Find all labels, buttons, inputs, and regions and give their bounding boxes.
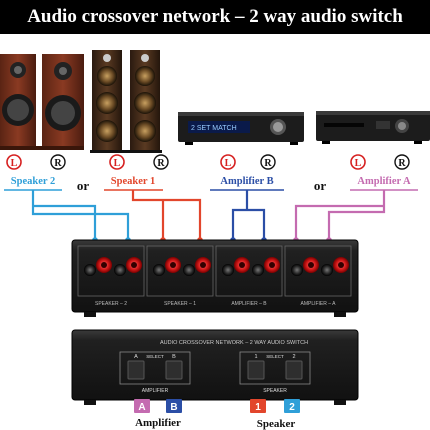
left-mark: L [355,158,362,169]
amp-b-switch[interactable] [165,360,183,380]
left-mark: L [114,158,121,169]
speaker-2-switch[interactable] [285,360,303,380]
black-terminal [153,264,165,276]
speaker-1-switch[interactable] [247,360,265,380]
legend-speaker-caption: Speaker [257,418,296,430]
badge-amplifier-a-text: A [138,402,145,413]
front-panel-heading: AUDIO CROSSOVER NETWORK – 2 WAY AUDIO SW… [160,340,308,346]
amplifier-b-marks: L R [220,154,276,170]
spk-select-left: 1 [254,354,257,360]
black-terminal [252,264,264,276]
amplifier-b-label: Amplifier B [220,176,273,187]
black-terminal [114,264,126,276]
port-caption: SPEAKER – 1 [164,301,196,307]
amplifier-a-label: Amplifier A [357,176,411,187]
port-caption: AMPLIFIER – B [231,301,267,307]
right-mark: R [264,158,272,169]
port-caption: AMPLIFIER – A [300,301,336,307]
badge-amplifier-a [134,399,150,413]
amplifier-a-marks: L R [350,154,410,170]
back-panel-terminal-group: SPEAKER – 2 [77,245,145,307]
black-terminal [84,264,96,276]
legend-speaker: 1 2 Speaker [250,399,300,430]
back-panel: SPEAKER – 2 SPEAKER – 1 AMPLIFIER – B AM… [71,239,359,317]
speaker-2-wire [31,190,130,240]
amplifier-a-wire [294,190,386,240]
speaker-select-group: 1 SELECT 2 SPEAKER [239,351,311,394]
amp-select-right: B [172,354,176,360]
speaker-2-label: Speaker 2 [11,176,55,187]
right-mark: R [398,158,406,169]
black-terminal [183,264,195,276]
or-label-right: or [314,178,327,193]
bookshelf-speakers-icon [0,54,84,150]
left-mark: L [11,158,18,169]
amplifier-select-group: A SELECT B AMPLIFIER [119,351,191,394]
right-mark: R [157,158,165,169]
badge-speaker-1 [250,399,266,413]
amplifier-a-device-icon [316,111,430,144]
left-mark: L [225,158,232,169]
tower-speakers-icon [90,50,162,153]
front-panel: AUDIO CROSSOVER NETWORK – 2 WAY AUDIO SW… [71,329,359,405]
channel-marks: L R L R L R L R [6,154,410,170]
speaker-1-marks: L R [109,154,169,170]
title-banner: Audio crossover network – 2 way audio sw… [0,0,430,34]
spk-group-caption: SPEAKER [263,388,287,394]
black-terminal [291,264,303,276]
speaker-1-label: Speaker 1 [111,176,155,187]
spk-select-right: 2 [292,354,295,360]
amp-select-label: SELECT [146,354,164,359]
back-panel-terminal-group: AMPLIFIER – B [215,245,283,307]
black-terminal [321,264,333,276]
badge-amplifier-b-text: B [170,402,177,413]
legend-amplifier: A B Amplifier [134,399,182,429]
or-label-left: or [77,178,90,193]
right-mark: R [54,158,62,169]
amp-select-left: A [134,354,138,360]
legend-amplifier-caption: Amplifier [135,417,181,429]
wires [31,190,386,240]
black-terminal [222,264,234,276]
badge-speaker-2 [284,399,300,413]
back-panel-terminal-group: SPEAKER – 1 [146,245,214,307]
amplifier-b-device-icon: 2 SET MATCH [178,112,304,145]
amplifier-b-wire [231,190,266,240]
device-display-text: 2 SET MATCH [191,125,237,132]
badge-amplifier-b [166,399,182,413]
spk-select-label: SELECT [266,354,284,359]
badge-speaker-1-text: 1 [255,402,261,413]
amp-a-switch[interactable] [127,360,145,380]
speaker-1-wire [131,190,202,240]
back-panel-terminal-group: AMPLIFIER – A [284,245,352,307]
speaker-2-marks: L R [6,154,66,170]
page-title: Audio crossover network – 2 way audio sw… [27,6,403,27]
badge-speaker-2-text: 2 [289,402,295,413]
amp-group-caption: AMPLIFIER [142,388,169,394]
port-caption: SPEAKER – 2 [95,301,127,307]
